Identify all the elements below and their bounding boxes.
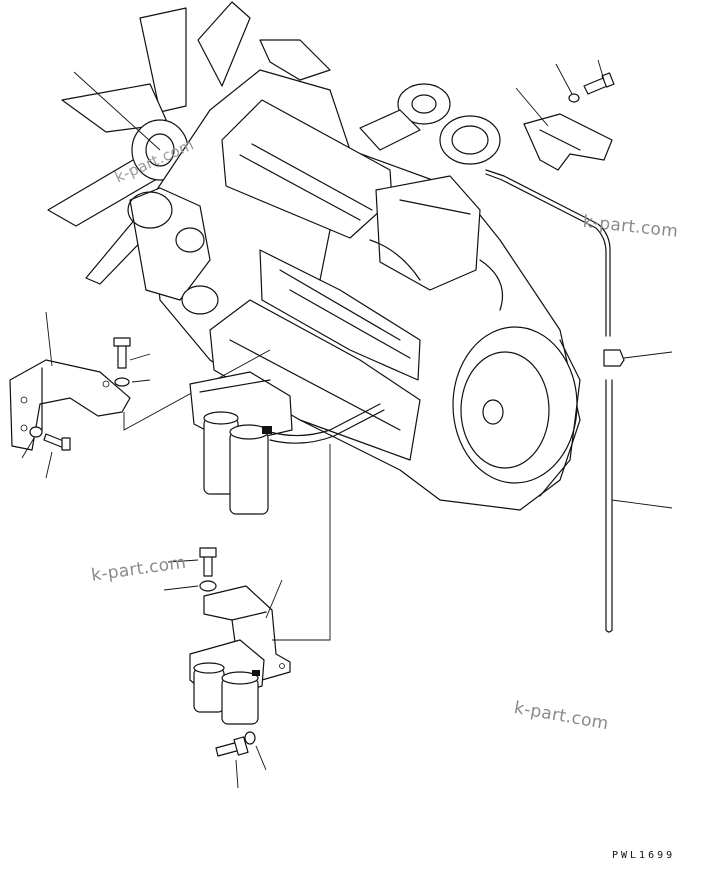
washer-upper-right bbox=[568, 93, 580, 103]
left-bracket-group bbox=[9, 311, 271, 479]
bolt-exploded-top bbox=[199, 547, 217, 577]
washer-exploded-bottom bbox=[244, 731, 256, 745]
filter-element-exploded-1 bbox=[193, 662, 225, 713]
exploded-fuel-filter bbox=[163, 444, 331, 789]
washer-left-upper bbox=[114, 377, 130, 387]
upper-bracket-group bbox=[515, 59, 615, 171]
filter-element-exploded-2 bbox=[221, 671, 259, 725]
installed-fuel-filter bbox=[189, 371, 385, 515]
washer-exploded-top bbox=[199, 580, 217, 592]
bolt-left-upper bbox=[113, 337, 131, 369]
washer-left-lower bbox=[29, 426, 43, 438]
fuel-hose bbox=[485, 169, 673, 633]
bolt-upper-right bbox=[583, 72, 615, 95]
filter-element-2 bbox=[229, 424, 269, 515]
hose-clamp bbox=[603, 349, 625, 367]
engine-block bbox=[127, 39, 581, 511]
drawing-code: PWL1699 bbox=[612, 850, 676, 861]
bolt-exploded-bottom bbox=[215, 736, 249, 757]
bolt-left-lower bbox=[43, 433, 71, 451]
